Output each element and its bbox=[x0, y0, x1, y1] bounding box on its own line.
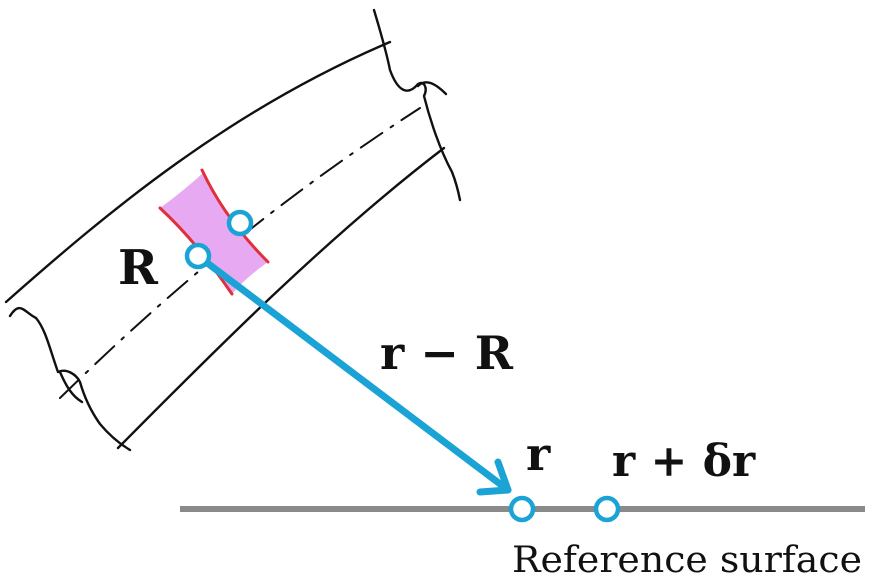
label-R: R bbox=[118, 240, 159, 296]
position-vector bbox=[194, 252, 512, 496]
shell-upper-cut bbox=[372, 8, 462, 202]
point-element-upper bbox=[226, 209, 254, 237]
shell-band bbox=[4, 8, 462, 452]
shell-lower-cut bbox=[8, 306, 132, 452]
shell-upper-cut-tick bbox=[416, 81, 448, 96]
material-element bbox=[158, 168, 270, 296]
label-r-minus-R: r − R bbox=[380, 326, 514, 380]
point-r bbox=[508, 495, 536, 523]
label-r-plus-delta-r: r + δr bbox=[612, 436, 756, 487]
element-right-cut bbox=[200, 168, 270, 264]
shell-outer-edge bbox=[4, 40, 392, 304]
label-r: r bbox=[526, 427, 551, 481]
shell-inner-edge bbox=[116, 146, 446, 450]
point-R bbox=[184, 242, 212, 270]
point-r-plus-delta-r bbox=[593, 495, 621, 523]
material-element-fill bbox=[160, 172, 268, 294]
label-reference-surface: Reference surface bbox=[512, 540, 862, 578]
vector-shaft bbox=[194, 252, 512, 494]
vector-arrowhead bbox=[476, 458, 512, 496]
